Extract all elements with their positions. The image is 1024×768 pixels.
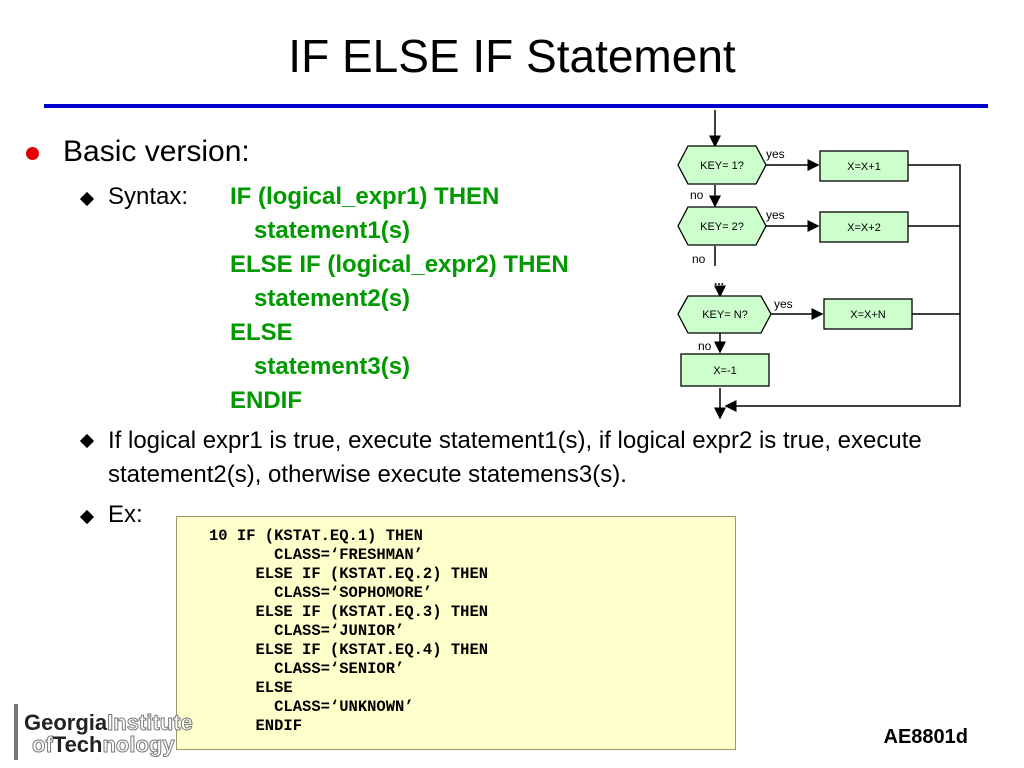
logo-nology: nology [102, 732, 175, 757]
decision-2 [677, 206, 767, 246]
else-action [680, 353, 770, 387]
syntax-line: statement3(s) [254, 353, 411, 380]
bullet-basic-version: Basic version: [63, 135, 250, 168]
logo-tech: Tech [52, 732, 103, 757]
logo-institute: Institute [107, 710, 194, 735]
ex-label: Ex: [108, 501, 143, 528]
yes-label: yes [774, 297, 793, 311]
syntax-line: statement1(s) [254, 217, 411, 244]
logo-of: of [32, 732, 54, 757]
decision-1 [677, 145, 767, 185]
diamond-bullet-explanation [79, 433, 95, 449]
bullet-dot [26, 147, 39, 160]
action-1 [819, 150, 909, 182]
slide-title: IF ELSE IF Statement [288, 30, 736, 82]
no-label: no [692, 252, 706, 266]
syntax-line: statement2(s) [254, 285, 411, 312]
decision-n [677, 295, 772, 334]
logo-bar [14, 704, 18, 760]
flowchart: KEY= 1? X=X+1 KEY= 2? X=X+2 KEY= N? X=X+… [677, 110, 961, 420]
yes-label: yes [766, 208, 785, 222]
yes-label: yes [766, 147, 785, 161]
title-underline [44, 104, 988, 108]
logo-line-1: GeorgiaInstitute [24, 710, 194, 735]
no-label: no [698, 339, 712, 353]
decision-1-label: KEY= 1? [700, 160, 744, 172]
syntax-block: IF (logical_expr1) THEN statement1(s) EL… [230, 180, 569, 418]
example-code: 10 IF (KSTAT.EQ.1) THEN CLASS=‘FRESHMAN’… [209, 527, 489, 735]
syntax-line: ELSE [230, 319, 293, 346]
no-label: no [690, 188, 704, 202]
else-action-label: X=-1 [713, 365, 737, 377]
syntax-line: IF (logical_expr1) THEN [230, 183, 500, 210]
syntax-line: ELSE IF (logical_expr2) THEN [230, 251, 569, 278]
diamond-bullet-syntax [79, 191, 95, 207]
syntax-label: Syntax: [108, 183, 189, 210]
action-2 [819, 211, 909, 243]
example-code-box: 10 IF (KSTAT.EQ.1) THEN CLASS=‘FRESHMAN’… [176, 516, 736, 750]
decision-n-label: KEY= N? [702, 309, 748, 321]
action-2-label: X=X+2 [847, 222, 881, 234]
action-n [823, 298, 913, 330]
diamond-bullet-ex [79, 509, 95, 525]
action-1-label: X=X+1 [847, 161, 881, 173]
syntax-line: ENDIF [230, 387, 302, 414]
course-code: AE8801d [883, 726, 969, 748]
logo-line-2: ofTechnology [32, 732, 176, 757]
decision-2-label: KEY= 2? [700, 221, 744, 233]
ellipsis-label: ... [714, 274, 724, 288]
georgia-tech-logo: GeorgiaInstitute ofTechnology [6, 700, 196, 762]
logo-georgia: Georgia [24, 710, 108, 735]
explanation-text: If logical expr1 is true, execute statem… [108, 427, 922, 488]
action-n-label: X=X+N [850, 309, 886, 321]
